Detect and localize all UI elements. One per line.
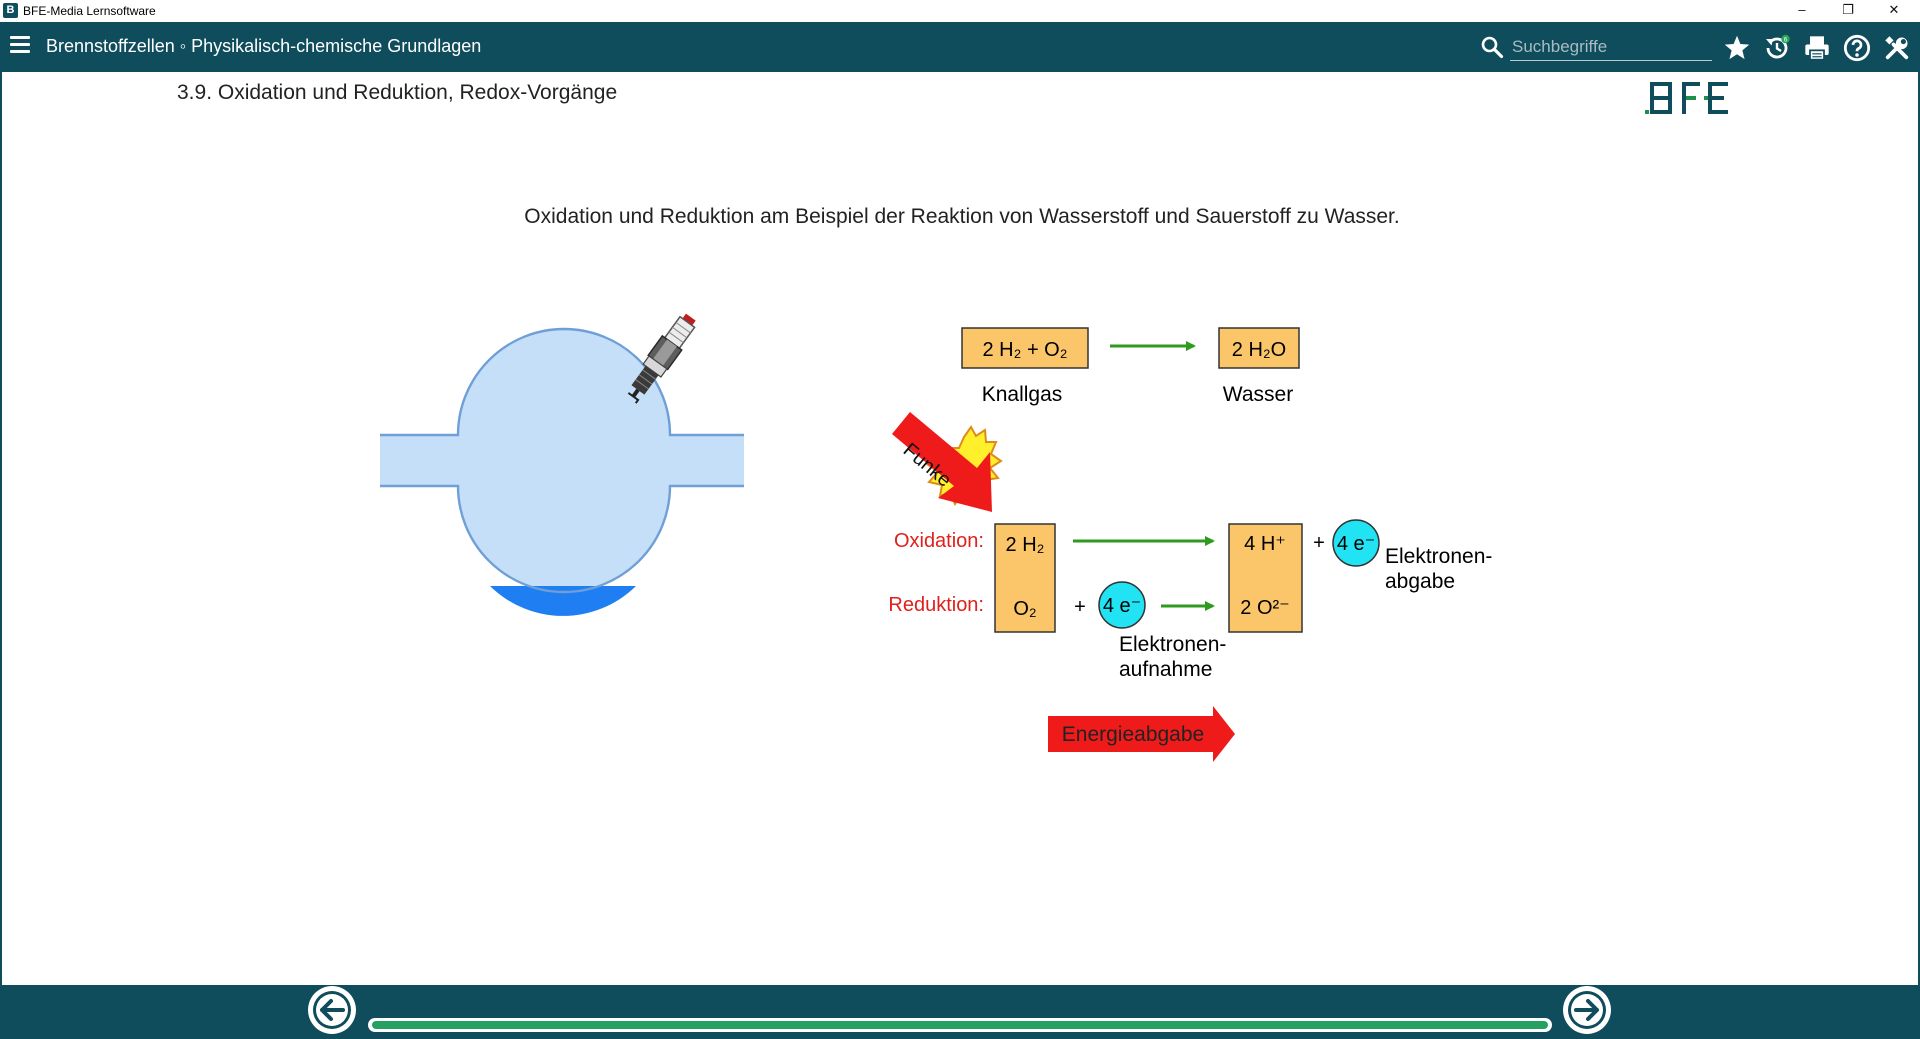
plus-sign-oxidation: +	[1313, 532, 1325, 554]
arrow-left-icon	[320, 999, 345, 1021]
reactant-box	[994, 523, 1056, 633]
close-button[interactable]: ✕	[1888, 2, 1900, 17]
equation-product: 2 H₂O	[1232, 339, 1286, 361]
spark-burst: Funke	[892, 412, 1003, 512]
window-title: BFE-Media Lernsoftware	[23, 4, 156, 18]
product-h: 4 H⁺	[1244, 533, 1286, 555]
breadcrumb: Brennstoffzellen ◦ Physikalisch-chemisch…	[46, 36, 482, 56]
reactant-h2: 2 H₂	[1006, 534, 1045, 556]
label-electron-release-2: abgabe	[1385, 570, 1455, 593]
print-icon[interactable]	[1803, 34, 1831, 62]
history-icon[interactable]: 6	[1763, 34, 1791, 62]
search-box	[1480, 32, 1712, 62]
energy-label: Energieabgabe	[1062, 723, 1204, 746]
page-title: 3.9. Oxidation und Reduktion, Redox-Vorg…	[177, 81, 618, 104]
electron-circle-uptake	[1098, 581, 1146, 629]
equation-box-reactants	[961, 327, 1089, 369]
spark-plug-icon	[627, 313, 696, 404]
label-electron-uptake-2: aufnahme	[1119, 658, 1212, 681]
footer-navigation	[0, 985, 1920, 1039]
content-area: 3.9. Oxidation und Reduktion, Redox-Vorg…	[0, 72, 1920, 985]
label-wasser: Wasser	[1223, 383, 1293, 406]
equation-reactants: 2 H₂ + O₂	[983, 339, 1068, 361]
previous-page-button[interactable]	[308, 986, 356, 1034]
equation-box-product	[1218, 327, 1300, 369]
electrons-release: 4 e⁻	[1337, 533, 1375, 555]
plus-sign-reduction: +	[1074, 596, 1086, 618]
label-electron-release-1: Elektronen-	[1385, 545, 1492, 568]
help-icon[interactable]	[1843, 34, 1871, 62]
water-level	[490, 586, 636, 616]
minimize-button[interactable]: –	[1798, 2, 1806, 17]
app-header: Brennstoffzellen ◦ Physikalisch-chemisch…	[0, 22, 1920, 72]
window-titlebar: B BFE-Media Lernsoftware – ❐ ✕	[0, 0, 1920, 23]
reactant-o2: O₂	[1013, 598, 1036, 620]
hamburger-menu-icon[interactable]	[10, 36, 30, 56]
page-subtitle: Oxidation und Reduktion am Beispiel der …	[524, 205, 1400, 228]
label-electron-uptake-1: Elektronen-	[1119, 633, 1226, 656]
tools-icon[interactable]	[1883, 34, 1911, 62]
electron-circle-release	[1332, 519, 1380, 567]
label-knallgas: Knallgas	[982, 383, 1063, 406]
arrow-right-icon	[1574, 999, 1599, 1021]
label-reduktion: Reduktion:	[888, 594, 984, 616]
product-o: 2 O²⁻	[1240, 597, 1289, 619]
search-icon[interactable]	[1480, 35, 1504, 59]
bfe-logo	[1645, 82, 1728, 114]
app-icon: B	[3, 3, 18, 18]
restore-button[interactable]: ❐	[1842, 2, 1854, 17]
next-page-button[interactable]	[1563, 986, 1611, 1034]
product-box	[1228, 523, 1303, 633]
history-badge: 6	[1784, 36, 1788, 43]
search-input[interactable]	[1510, 34, 1712, 61]
redox-diagram: 2 H₂ + O₂ 2 H₂O Knallgas Wasser Funke Ox…	[380, 313, 1492, 762]
energy-arrow	[1048, 706, 1235, 762]
star-icon[interactable]	[1723, 34, 1751, 62]
progress-bar[interactable]	[372, 1021, 1548, 1029]
label-oxidation: Oxidation:	[894, 530, 984, 552]
reaction-vessel	[380, 327, 744, 616]
electrons-uptake: 4 e⁻	[1103, 595, 1141, 617]
